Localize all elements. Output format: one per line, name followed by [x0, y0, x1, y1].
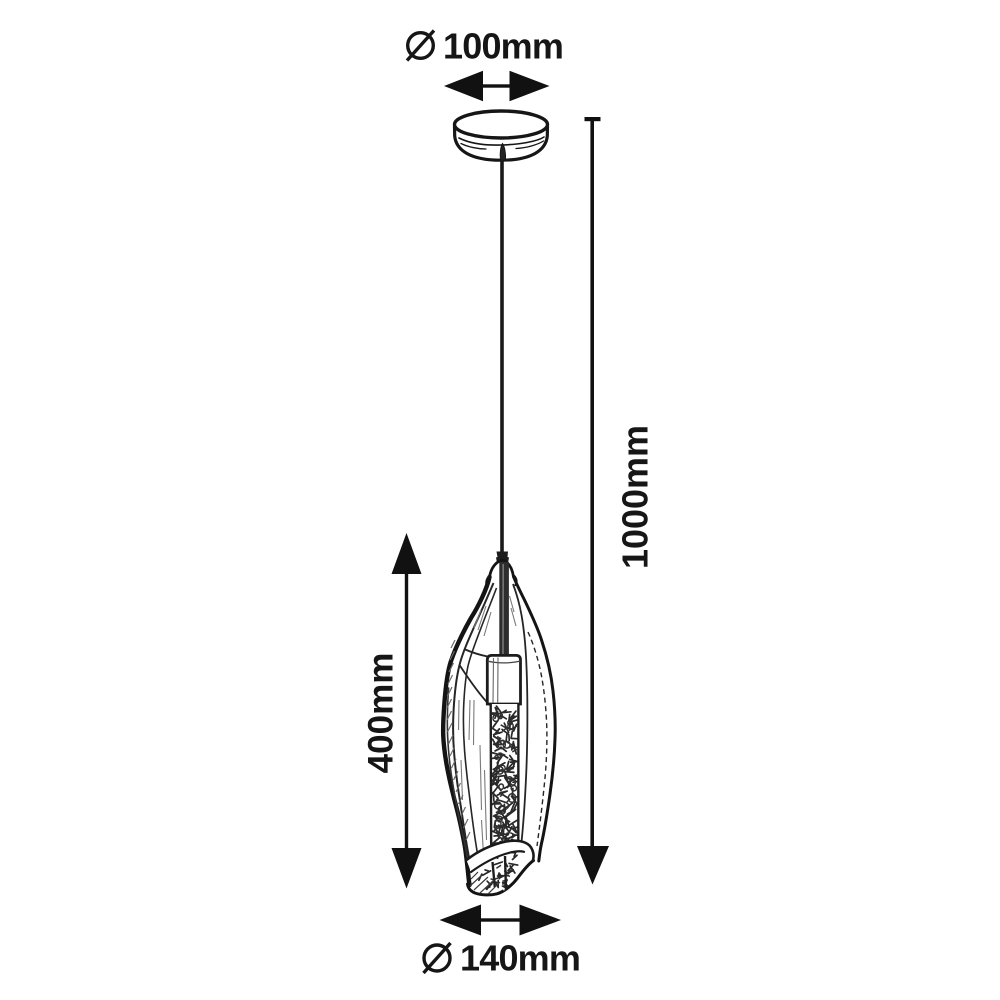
- svg-text:400mm: 400mm: [362, 653, 401, 774]
- svg-text:100mm: 100mm: [443, 26, 563, 67]
- svg-text:1000mm: 1000mm: [615, 425, 656, 569]
- svg-text:140mm: 140mm: [460, 938, 580, 979]
